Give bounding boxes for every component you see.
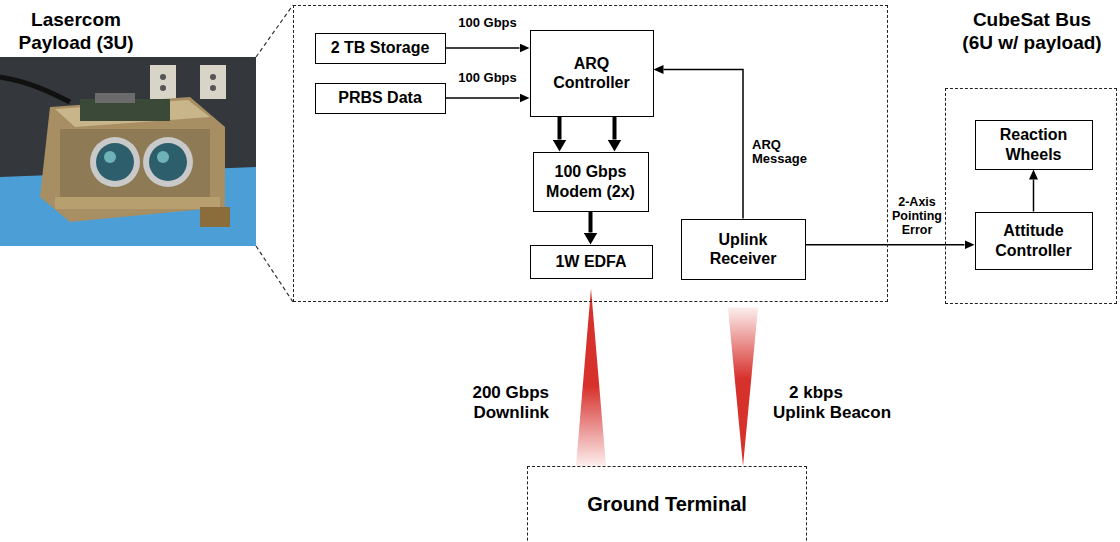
edge-label: 2 kbps Uplink Beacon: [773, 383, 895, 422]
process-box: 2 TB Storage: [315, 33, 446, 64]
group-box: CubeSat Bus (6U w/ payload)Reaction Whee…: [945, 88, 1117, 304]
connector: [664, 70, 744, 219]
connector: [1033, 180, 1035, 212]
node-label: 100 Gbps Modem (2x): [544, 162, 638, 200]
connector: [806, 244, 965, 246]
process-box: Attitude Controller: [975, 212, 1093, 270]
process-box: PRBS Data: [315, 83, 446, 114]
edge-label: 2-Axis Pointing Error: [891, 195, 943, 238]
ground-terminal-box: Ground Terminal: [527, 466, 807, 542]
payload-photo: [0, 57, 256, 246]
edge-label: 200 Gbps Downlink: [454, 383, 549, 422]
process-box: Uplink Receiver: [681, 219, 806, 280]
data-flow-arrow: [558, 117, 562, 140]
node-label: ARQ Controller: [541, 54, 643, 92]
edge-label: 100 Gbps: [448, 16, 528, 31]
edge-label: 100 Gbps: [448, 71, 528, 86]
optical-beam: [576, 289, 606, 467]
node-label: 1W EDFA: [555, 252, 626, 271]
node-label: Attitude Controller: [986, 221, 1082, 259]
edge-label: ARQ Message: [752, 138, 818, 168]
process-box: 1W EDFA: [530, 245, 653, 279]
node-label: Ground Terminal: [528, 493, 806, 516]
node-label: Uplink Receiver: [692, 230, 795, 268]
node-label: Reaction Wheels: [986, 125, 1082, 163]
data-flow-arrow: [589, 212, 593, 233]
node-label: 2 TB Storage: [331, 38, 430, 57]
process-box: ARQ Controller: [530, 30, 654, 117]
process-box: 100 Gbps Modem (2x): [533, 152, 649, 212]
node-heading: Lasercom Payload (3U): [1, 9, 151, 55]
connector: [446, 97, 520, 99]
process-box: Reaction Wheels: [975, 120, 1093, 170]
connector: [446, 47, 520, 49]
node-heading: CubeSat Bus (6U w/ payload): [958, 9, 1106, 55]
node-label: PRBS Data: [338, 88, 422, 107]
data-flow-arrow: [613, 117, 617, 140]
optical-beam: [728, 308, 758, 467]
